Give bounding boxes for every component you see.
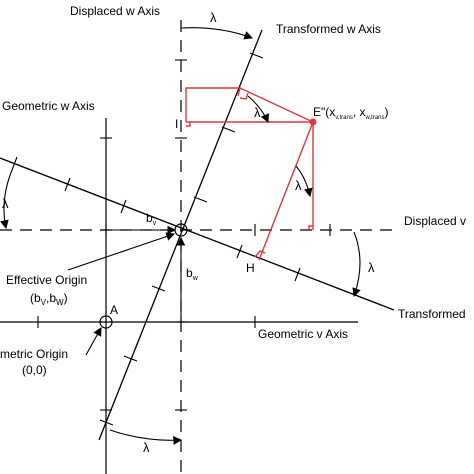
lambda-lower-red: λ [295,178,302,193]
bw-label: bw [186,266,199,282]
transformed-v-axis-line [0,157,395,311]
lambda-bottom: λ [143,440,150,455]
transformed-axis-ticks [11,52,301,426]
lambda-arcs [0,27,361,445]
lambda-upper-red: λ [254,105,261,120]
transformed-w-axis-line [98,29,263,441]
effective-origin-coords: (bV,bW) [30,291,68,307]
point-h-label: H [246,261,255,275]
effective-origin-label: Effective Origin [6,273,87,287]
point-e-marker [309,118,317,126]
geometric-w-axis-label: Geometric w Axis [2,99,95,113]
transformed-v-axis-label: Transformed [398,307,466,321]
geometric-origin-marker [99,315,113,329]
bv-label: bv [146,211,157,227]
transformed-w-axis-label: Transformed w Axis [276,22,381,36]
geometric-origin-label: metric Origin [0,347,68,361]
point-i-label: I [175,117,178,131]
lambda-right: λ [368,260,375,275]
dimension-arrows [67,225,186,356]
displaced-v-axis-label: Displaced v [404,214,466,228]
point-a-label: A [110,303,118,317]
lambda-top: λ [210,10,217,25]
point-e-label: E"(xv,trans, xw,trans) [313,105,389,121]
displaced-axis-ticks [105,59,331,411]
geometric-origin-coords: (0,0) [22,363,47,377]
lambda-left: λ [2,196,9,211]
displaced-w-axis-label: Displaced w Axis [70,4,160,18]
construction-lines [185,87,314,261]
geometric-v-axis-label: Geometric v Axis [258,327,348,341]
